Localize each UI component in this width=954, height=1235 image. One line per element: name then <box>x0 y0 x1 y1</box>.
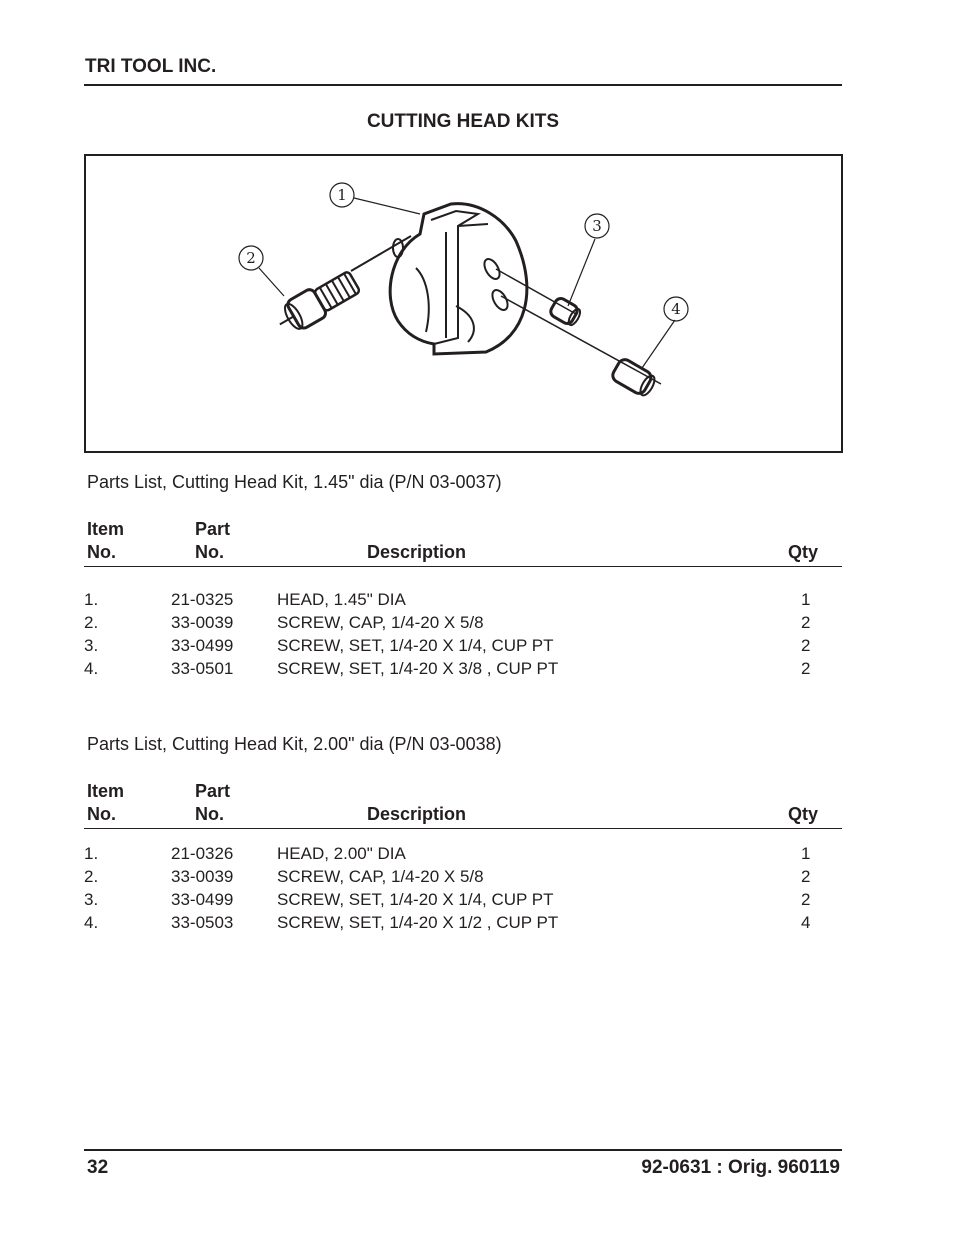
table-row-item: 3. <box>84 890 99 909</box>
table-row-part: 33-0039 <box>171 867 234 886</box>
table-row-item: 2. <box>84 613 99 632</box>
col-part-l1: Part <box>195 781 231 801</box>
table-row-qty: 2 <box>801 636 811 655</box>
table-row-qty: 1 <box>801 844 811 863</box>
table-row-part: 21-0326 <box>171 844 234 863</box>
table-row-item: 3. <box>84 636 99 655</box>
col-item-l1: Item <box>87 781 125 801</box>
table-row-description: SCREW, SET, 1/4-20 X 1/2 , CUP PT <box>277 913 559 932</box>
table-row-qty: 2 <box>801 613 811 632</box>
table-row-description: SCREW, CAP, 1/4-20 X 5/8 <box>277 613 484 632</box>
table-row-qty: 2 <box>801 867 811 886</box>
table-row-part: 21-0325 <box>171 590 234 609</box>
table-row-item: 2. <box>84 867 99 886</box>
table-row-description: HEAD, 2.00" DIA <box>277 844 406 863</box>
col-description: Description <box>367 804 467 824</box>
parts-list-title-1: Parts List, Cutting Head Kit, 1.45" dia … <box>87 472 502 492</box>
table-row-item: 4. <box>84 913 99 932</box>
table-row-description: SCREW, SET, 1/4-20 X 3/8 , CUP PT <box>277 659 559 678</box>
table-row-part: 33-0503 <box>171 913 234 932</box>
col-qty: Qty <box>788 804 819 824</box>
table-row-description: SCREW, SET, 1/4-20 X 1/4, CUP PT <box>277 636 554 655</box>
table-row-qty: 1 <box>801 590 811 609</box>
exploded-view-figure: 1 2 3 4 <box>84 154 843 453</box>
table-row-part: 33-0499 <box>171 636 234 655</box>
table-row-part: 33-0501 <box>171 659 234 678</box>
parts-list-title-2: Parts List, Cutting Head Kit, 2.00" dia … <box>87 734 502 754</box>
table-row-description: HEAD, 1.45" DIA <box>277 590 406 609</box>
col-item-l1: Item <box>87 519 125 539</box>
callout-1: 1 <box>337 186 347 204</box>
col-qty: Qty <box>788 542 819 562</box>
callout-3: 3 <box>592 217 602 235</box>
document-id: 92-0631 : Orig. 960119 <box>641 1157 840 1178</box>
header-rule <box>84 84 842 86</box>
col-item-l2: No. <box>87 804 116 824</box>
table-row-item: 1. <box>84 844 99 863</box>
footer-rule <box>84 1149 842 1151</box>
col-description: Description <box>367 542 467 562</box>
table-row-description: SCREW, SET, 1/4-20 X 1/4, CUP PT <box>277 890 554 909</box>
cutting-head-drawing: 1 2 3 4 <box>238 182 689 397</box>
table-header-rule <box>84 828 842 829</box>
callout-4: 4 <box>671 300 681 318</box>
table-row-part: 33-0039 <box>171 613 234 632</box>
company-name: TRI TOOL INC. <box>85 56 217 77</box>
table-row-qty: 2 <box>801 890 811 909</box>
table-row-item: 4. <box>84 659 99 678</box>
table-row-item: 1. <box>84 590 99 609</box>
col-item-l2: No. <box>87 542 116 562</box>
table-row-part: 33-0499 <box>171 890 234 909</box>
table-row-qty: 4 <box>801 913 811 932</box>
page-number: 32 <box>87 1157 109 1178</box>
page-title: CUTTING HEAD KITS <box>366 111 560 132</box>
col-part-l2: No. <box>195 542 224 562</box>
table-header-rule <box>84 566 842 567</box>
col-part-l1: Part <box>195 519 231 539</box>
col-part-l2: No. <box>195 804 224 824</box>
table-row-description: SCREW, CAP, 1/4-20 X 5/8 <box>277 867 484 886</box>
table-row-qty: 2 <box>801 659 811 678</box>
callout-2: 2 <box>246 249 256 267</box>
